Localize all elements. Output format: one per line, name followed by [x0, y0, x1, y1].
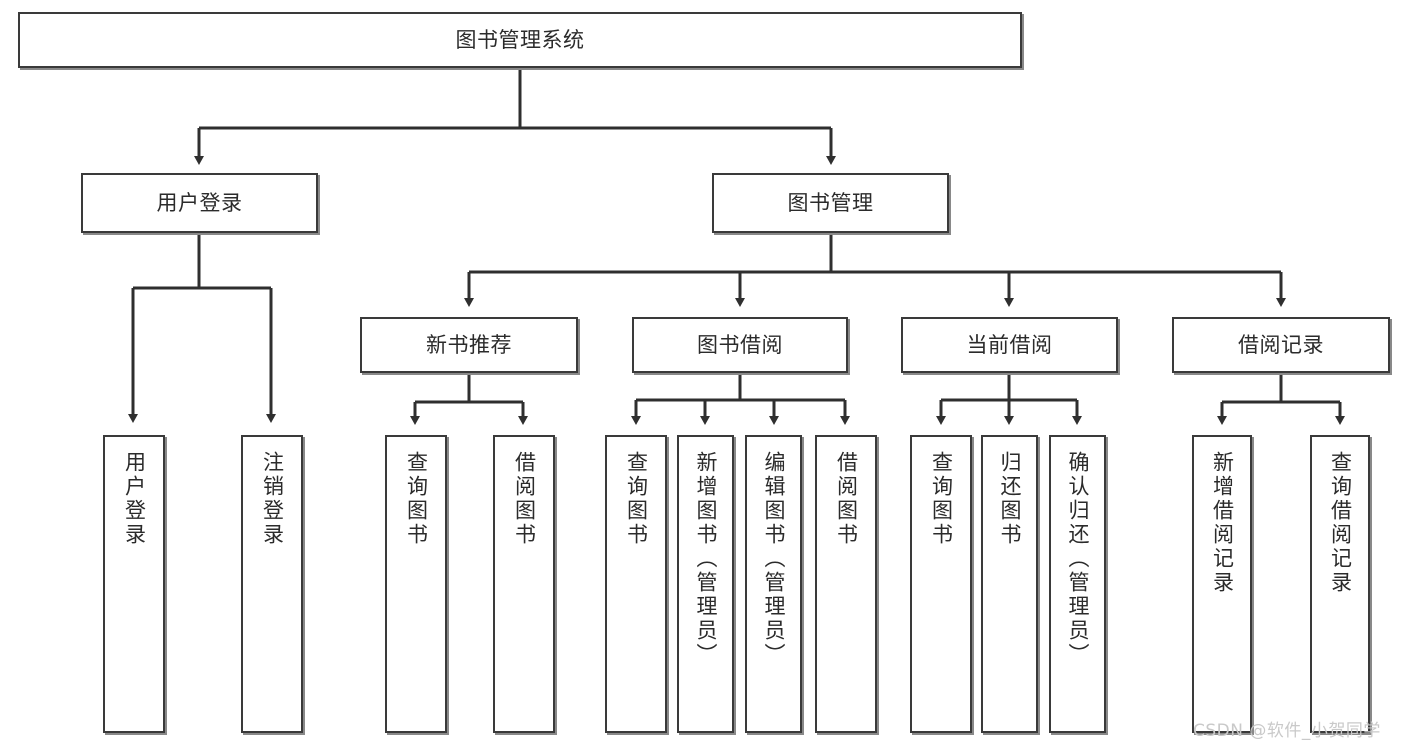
node-leaf-query-borrow-record-label: 查询借阅记录	[1328, 451, 1353, 595]
node-leaf-borrow-book-label: 借阅图书	[834, 451, 859, 547]
node-book-borrow[interactable]: 图书借阅	[632, 317, 848, 373]
node-leaf-return-book[interactable]: 归还图书	[981, 435, 1038, 733]
node-leaf-query-book-current[interactable]: 查询图书	[910, 435, 972, 733]
node-current-borrow[interactable]: 当前借阅	[901, 317, 1118, 373]
node-leaf-confirm-return-label: 确认归还（管理员）	[1066, 451, 1090, 667]
node-leaf-add-book-label: 新增图书（管理员）	[694, 451, 718, 667]
node-leaf-logout-label: 注销登录	[260, 451, 285, 547]
node-leaf-return-book-label: 归还图书	[998, 451, 1022, 547]
node-leaf-logout[interactable]: 注销登录	[241, 435, 303, 733]
node-leaf-query-borrow-record[interactable]: 查询借阅记录	[1310, 435, 1370, 733]
node-leaf-add-borrow-record-label: 新增借阅记录	[1210, 451, 1235, 595]
node-book-borrow-label: 图书借阅	[697, 332, 783, 357]
node-current-borrow-label: 当前借阅	[966, 332, 1053, 357]
node-book-management-label: 图书管理	[787, 190, 874, 215]
node-new-book-recommend-label: 新书推荐	[426, 332, 512, 357]
node-leaf-edit-book-label: 编辑图书（管理员）	[762, 451, 786, 667]
node-leaf-user-login[interactable]: 用户登录	[103, 435, 165, 733]
node-root-system[interactable]: 图书管理系统	[18, 12, 1022, 68]
node-leaf-add-book[interactable]: 新增图书（管理员）	[677, 435, 734, 733]
node-user-login[interactable]: 用户登录	[81, 173, 318, 233]
node-leaf-confirm-return[interactable]: 确认归还（管理员）	[1049, 435, 1106, 733]
node-leaf-query-book-current-label: 查询图书	[929, 451, 954, 547]
node-leaf-borrow-book[interactable]: 借阅图书	[815, 435, 877, 733]
node-borrow-record[interactable]: 借阅记录	[1172, 317, 1390, 373]
csdn-watermark: CSDN @软件_小贺同学	[1193, 716, 1381, 741]
node-leaf-borrow-book-recommend[interactable]: 借阅图书	[493, 435, 555, 733]
node-leaf-query-book-recommend-label: 查询图书	[404, 451, 429, 547]
node-leaf-edit-book[interactable]: 编辑图书（管理员）	[745, 435, 802, 733]
node-leaf-borrow-book-recommend-label: 借阅图书	[512, 451, 537, 547]
csdn-watermark-text: CSDN @软件_小贺同学	[1193, 721, 1381, 741]
node-leaf-user-login-label: 用户登录	[122, 451, 147, 547]
node-leaf-add-borrow-record[interactable]: 新增借阅记录	[1192, 435, 1252, 733]
node-leaf-query-book-recommend[interactable]: 查询图书	[385, 435, 447, 733]
node-book-management[interactable]: 图书管理	[712, 173, 949, 233]
node-borrow-record-label: 借阅记录	[1238, 332, 1324, 357]
node-leaf-query-book-borrow-label: 查询图书	[624, 451, 649, 547]
node-user-login-label: 用户登录	[156, 190, 243, 215]
node-leaf-query-book-borrow[interactable]: 查询图书	[605, 435, 667, 733]
node-root-system-label: 图书管理系统	[455, 27, 585, 52]
node-new-book-recommend[interactable]: 新书推荐	[360, 317, 578, 373]
